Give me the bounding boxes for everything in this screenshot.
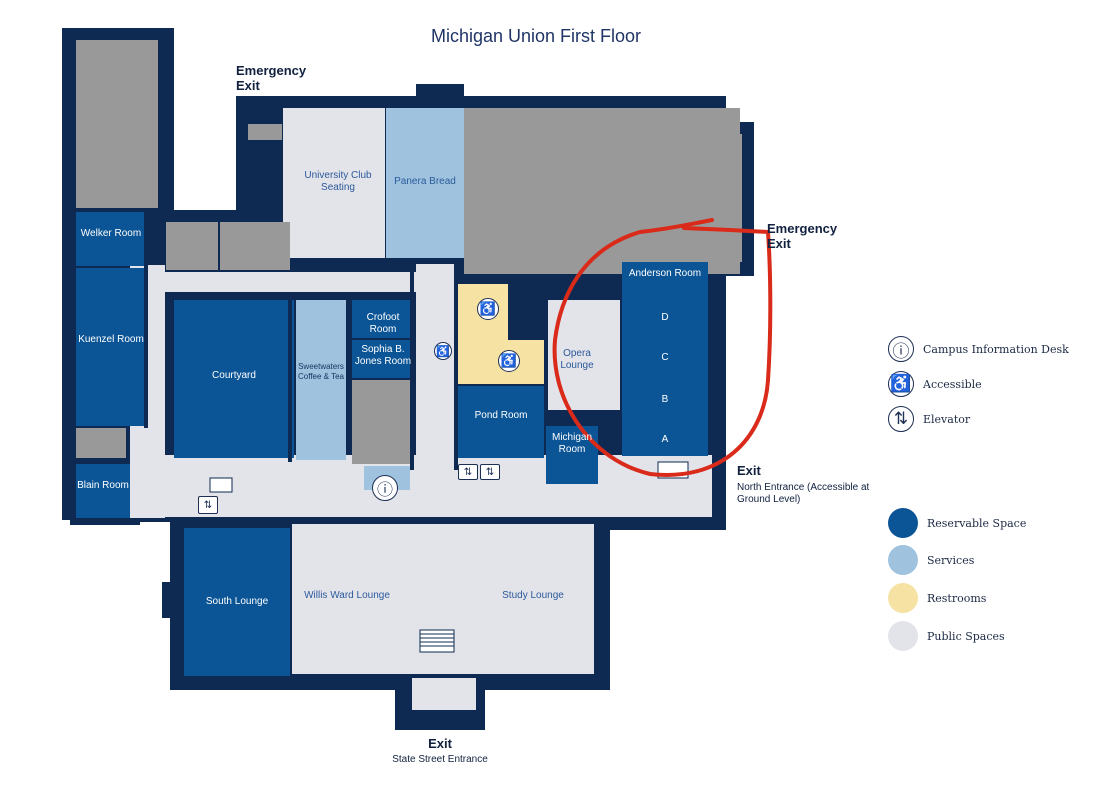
north-entrance-label: North Entrance (Accessible at Ground Lev… — [737, 482, 870, 505]
room-opera[interactable]: Opera Lounge — [560, 348, 594, 371]
legend-reservable: Reservable Space — [888, 508, 1026, 538]
state-street-entrance-label: State Street Entrance — [392, 754, 488, 765]
legend-label: Public Spaces — [927, 629, 1005, 643]
map-title: Michigan Union First Floor — [430, 26, 642, 46]
legend-label: Accessible — [923, 377, 982, 391]
other-spaces — [76, 40, 742, 464]
services-areas — [296, 108, 464, 490]
room-welker[interactable]: Welker Room — [80, 228, 142, 239]
anderson-section-b[interactable]: B — [661, 394, 669, 405]
elevator-icon: ⇅ — [480, 464, 500, 480]
reservable-swatch — [888, 508, 918, 538]
legend-label: Services — [927, 553, 975, 567]
room-blain[interactable]: Blain Room — [77, 480, 129, 491]
room-panera[interactable]: Panera Bread — [394, 176, 456, 187]
anderson-section-a[interactable]: A — [661, 434, 669, 445]
room-anderson[interactable]: Anderson Room — [628, 268, 702, 279]
legend-label: Campus Information Desk — [923, 342, 1069, 356]
red-annotation-circle — [552, 218, 773, 477]
room-sweetwaters[interactable]: Sweetwaters Coffee & Tea — [298, 362, 344, 381]
anderson-section-d[interactable]: D — [661, 312, 669, 323]
wheelchair-icon: ♿ — [888, 371, 914, 397]
interior-walls — [128, 210, 716, 678]
info-icon: ⓘ — [372, 475, 398, 501]
room-crofoot[interactable]: Crofoot Room — [366, 312, 400, 335]
legend-label: Elevator — [923, 412, 971, 426]
wheelchair-icon: ♿ — [477, 298, 499, 320]
elevator-icon: ⇅ — [888, 406, 914, 432]
legend-label: Reservable Space — [927, 516, 1027, 530]
legend-info: ⓘ Campus Information Desk — [888, 336, 1069, 362]
room-pond[interactable]: Pond Room — [474, 410, 528, 421]
emergency-exit-top: Emergency Exit — [236, 63, 307, 93]
legend-restrooms: Restrooms — [888, 583, 986, 613]
legend-elevator: ⇅ Elevator — [888, 406, 970, 432]
info-icon: ⓘ — [888, 336, 914, 362]
stair-detail — [209, 461, 689, 653]
restrooms-swatch — [888, 583, 918, 613]
room-sophia[interactable]: Sophia B. Jones Room — [354, 344, 412, 367]
reservable-rooms — [76, 212, 708, 676]
legend-label: Restrooms — [927, 591, 987, 605]
elevator-icon: ⇅ — [458, 464, 478, 480]
room-courtyard[interactable]: Courtyard — [212, 370, 256, 381]
legend-services: Services — [888, 545, 974, 575]
room-michigan[interactable]: Michigan Room — [551, 432, 593, 455]
elevator-icon: ⇅ — [198, 496, 218, 514]
legend-accessible: ♿ Accessible — [888, 371, 982, 397]
room-willis-ward[interactable]: Willis Ward Lounge — [304, 590, 390, 601]
anderson-section-c[interactable]: C — [661, 352, 669, 363]
north-exit-label: Exit — [737, 463, 761, 478]
services-swatch — [888, 545, 918, 575]
public-swatch — [888, 621, 918, 651]
south-exit-label: Exit — [428, 736, 452, 751]
room-study[interactable]: Study Lounge — [502, 590, 564, 601]
wheelchair-icon: ♿ — [498, 350, 520, 372]
room-kuenzel[interactable]: Kuenzel Room — [78, 334, 144, 345]
wheelchair-icon: ♿ — [434, 342, 452, 360]
room-university-club[interactable]: University Club Seating — [304, 170, 372, 193]
emergency-exit-right: Emergency Exit — [767, 221, 838, 251]
legend-public: Public Spaces — [888, 621, 1005, 651]
room-south-lounge[interactable]: South Lounge — [205, 596, 269, 607]
